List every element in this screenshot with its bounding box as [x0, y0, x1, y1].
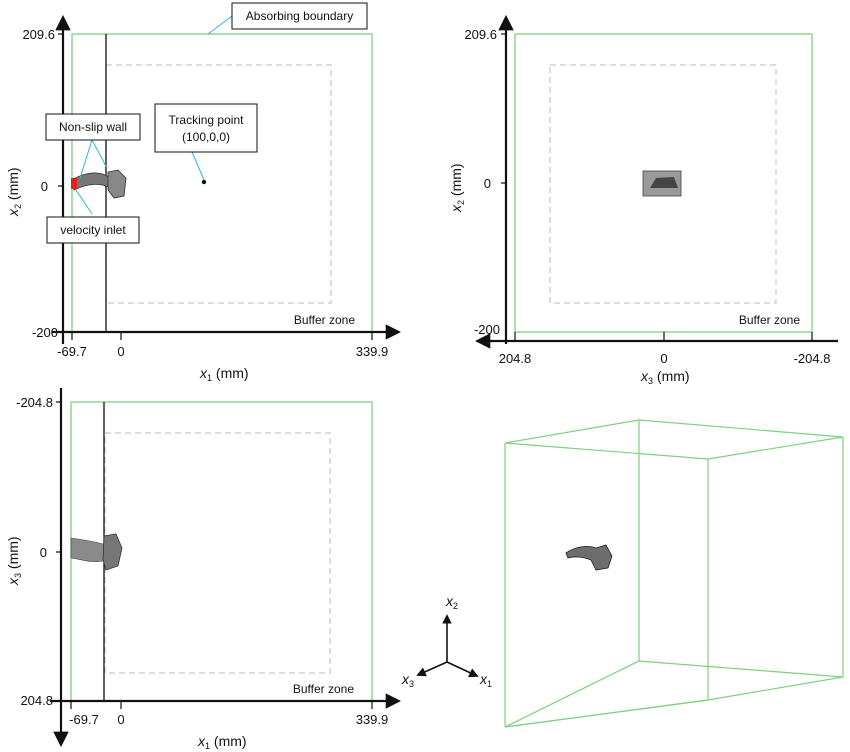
x-tick-label: 0	[117, 712, 124, 727]
panel-x1-x2: 209.6 0 -200 -69.7 0 339.9 x1 (mm) x2 (m…	[5, 2, 402, 383]
x-axis-label: x3 (mm)	[640, 368, 690, 386]
non-slip-wall-label: Non-slip wall	[59, 120, 127, 134]
x-tick-label: -69.7	[57, 344, 87, 359]
y-axis-label: x3 (mm)	[5, 536, 23, 586]
y-tick-label: 204.8	[20, 693, 53, 708]
x-tick-label: 0	[660, 351, 667, 366]
velocity-inlet-label: velocity inlet	[60, 223, 126, 237]
non-slip-wall-leader	[91, 139, 108, 169]
non-slip-wall-box	[45, 113, 141, 141]
tracking-point-leader	[191, 151, 205, 181]
y-tick-label: -204.8	[16, 395, 53, 410]
device-front-detail	[650, 177, 678, 188]
velocity-inlet-box	[46, 216, 140, 244]
absorbing-boundary-box	[231, 2, 368, 30]
buffer-zone-rect	[104, 432, 331, 674]
buffer-zone-label: Buffer zone	[294, 313, 355, 327]
inlet-pipe-shape	[70, 537, 107, 562]
triad-x3-arrow	[416, 661, 448, 677]
cube-edge	[504, 419, 844, 460]
tracking-point-label: Tracking point	[169, 113, 245, 127]
cube-edge	[504, 660, 844, 728]
x-tick-label: -204.8	[794, 351, 831, 366]
triad-x1-label: x1	[479, 671, 492, 689]
y-tick-label: -200	[32, 325, 58, 340]
x-tick-label: 204.8	[499, 351, 532, 366]
triad-x2-label: x2	[445, 593, 458, 611]
x-tick-label: 0	[117, 344, 124, 359]
buffer-zone-rect	[105, 64, 332, 304]
tracking-point-box	[154, 103, 258, 153]
tracking-point-coords: (100,0,0)	[182, 130, 230, 144]
non-slip-wall-leader	[79, 139, 93, 179]
y-tick-label: 209.6	[464, 27, 497, 42]
absorbing-boundary-label: Absorbing boundary	[246, 9, 353, 23]
y-tick-label: 209.6	[22, 27, 55, 42]
y-axis-label: x2 (mm)	[448, 163, 466, 213]
coordinate-triad: x2 x1 x3	[401, 593, 492, 689]
y-tick-label: 0	[484, 176, 491, 191]
tracking-point-dot	[201, 179, 207, 185]
device-shape	[102, 533, 123, 571]
x-tick-label: 339.9	[356, 712, 389, 727]
triad-x3-label: x3	[401, 671, 414, 689]
x-axis-label: x1 (mm)	[199, 365, 249, 383]
device-shape	[107, 169, 127, 199]
velocity-inlet-marker	[71, 178, 77, 189]
y-axis-label: x2 (mm)	[5, 167, 23, 217]
velocity-inlet-leader	[75, 189, 93, 215]
y-tick-label: 0	[41, 179, 48, 194]
triad-x1-arrow	[446, 661, 479, 678]
buffer-zone-label: Buffer zone	[293, 682, 354, 696]
buffer-zone-rect	[549, 64, 777, 304]
inlet-pipe-shape	[71, 172, 111, 191]
panel-x1-x3: -204.8 0 204.8 -69.7 0 339.9 x1 (mm) x3 …	[5, 388, 402, 751]
x-tick-label: -69.7	[69, 712, 99, 727]
buffer-zone-label: Buffer zone	[739, 313, 800, 327]
absorbing-boundary-leader	[207, 15, 233, 35]
x-axis-label: x1 (mm)	[197, 733, 247, 751]
y-tick-label: -200	[474, 322, 500, 337]
cube-edge	[504, 699, 709, 728]
device-3d-shape	[565, 544, 613, 571]
panel-x3-x2: 209.6 0 -200 204.8 0 -204.8 x3 (mm) x2 (…	[448, 14, 838, 386]
y-tick-label: 0	[40, 545, 47, 560]
x-tick-label: 339.9	[356, 344, 389, 359]
panel-3d-domain	[504, 419, 844, 728]
